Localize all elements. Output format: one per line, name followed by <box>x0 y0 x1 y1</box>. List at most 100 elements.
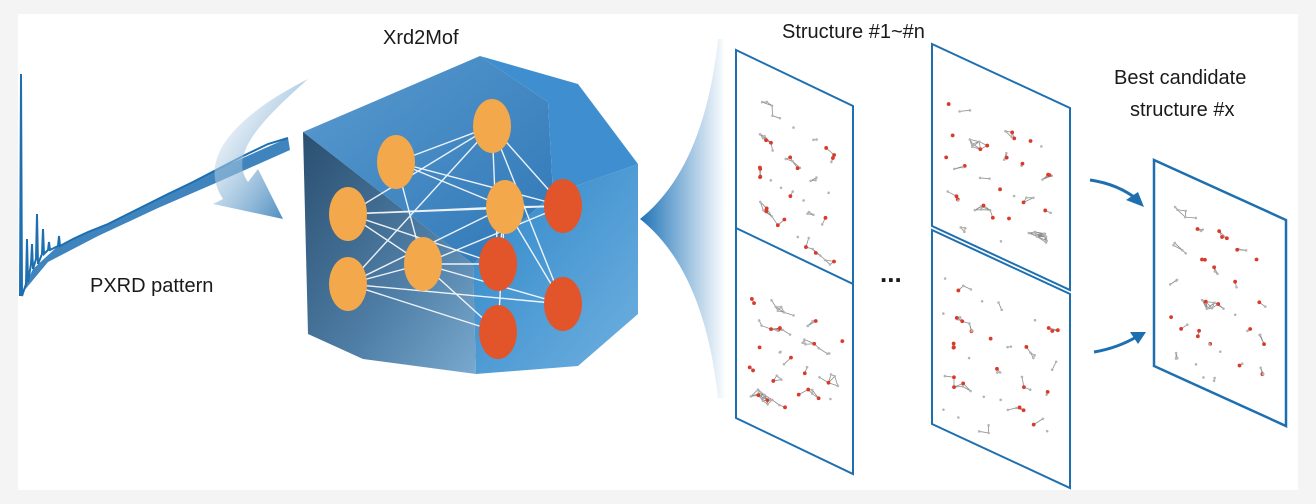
atom <box>1054 360 1058 364</box>
structure-panel-1 <box>735 48 854 298</box>
bond <box>962 386 971 392</box>
atom <box>829 397 832 401</box>
atom <box>751 368 755 373</box>
atom <box>788 333 792 336</box>
atom <box>813 319 818 323</box>
bond <box>1028 232 1038 237</box>
atom <box>796 235 800 239</box>
atom <box>749 297 754 301</box>
bond <box>750 392 762 397</box>
atom <box>1175 278 1179 282</box>
atom <box>1010 130 1015 135</box>
atom <box>968 109 972 112</box>
atom <box>763 393 766 397</box>
atom <box>791 159 794 163</box>
bond <box>775 306 785 313</box>
atom <box>811 247 814 251</box>
input-node-1 <box>473 99 511 153</box>
atom <box>805 365 809 369</box>
atom <box>1004 129 1007 133</box>
atom <box>769 140 773 145</box>
atom <box>815 176 818 179</box>
atom <box>758 132 762 136</box>
atom <box>782 362 786 366</box>
bond <box>1185 216 1196 219</box>
atom <box>832 259 836 264</box>
atom <box>1203 299 1208 304</box>
bond <box>818 347 828 355</box>
atom <box>942 312 945 315</box>
output-funnel <box>640 39 726 398</box>
atom <box>1044 235 1048 239</box>
ellipsis: ... <box>880 258 902 288</box>
atom <box>765 100 769 104</box>
atom <box>981 203 986 208</box>
atom <box>1254 257 1259 262</box>
atom <box>813 250 818 255</box>
atom <box>818 376 821 379</box>
atom <box>1217 229 1222 234</box>
input-node-4 <box>329 257 367 311</box>
atom <box>1055 328 1060 333</box>
atom <box>1022 385 1026 390</box>
atom <box>828 263 832 266</box>
atom <box>769 179 773 182</box>
hidden-nodes <box>404 180 524 291</box>
atom <box>954 194 959 199</box>
atom <box>804 342 807 346</box>
xrd2mof-model <box>303 56 638 374</box>
atom <box>770 299 773 302</box>
atom <box>756 393 761 398</box>
arrow-to-best-2 <box>1093 334 1139 354</box>
atom <box>1237 363 1242 368</box>
atom <box>788 155 793 160</box>
atom <box>1194 363 1198 366</box>
structure-panel-4 <box>931 228 1071 490</box>
atom <box>820 223 824 226</box>
atom <box>747 365 752 370</box>
atom <box>1034 233 1038 236</box>
atom <box>764 209 769 214</box>
bond <box>1174 242 1183 251</box>
atom <box>810 388 814 392</box>
atom <box>997 301 1000 304</box>
atom <box>1012 194 1016 198</box>
atom <box>1213 301 1216 304</box>
atom <box>1179 326 1184 331</box>
bond <box>834 376 839 387</box>
atom <box>988 336 993 341</box>
atom <box>830 156 835 160</box>
hidden-node-1 <box>486 180 524 234</box>
atom <box>824 146 829 150</box>
atom <box>1041 178 1044 181</box>
atom <box>812 213 815 217</box>
atom <box>816 396 821 401</box>
bond <box>1177 209 1186 212</box>
figure-frame: PXRD pattern <box>18 14 1298 490</box>
atom <box>826 352 829 356</box>
atom <box>1049 211 1052 215</box>
atom <box>1040 145 1043 148</box>
atom <box>809 179 812 183</box>
atom <box>979 208 983 211</box>
atom <box>995 371 999 374</box>
atom <box>1216 302 1221 306</box>
atom <box>995 366 999 371</box>
atom <box>961 165 964 169</box>
bond <box>979 431 989 434</box>
atom <box>943 277 947 280</box>
atom <box>1027 231 1031 235</box>
atom <box>962 284 965 288</box>
atom <box>952 375 956 380</box>
atom <box>963 230 966 234</box>
atom <box>1259 366 1262 370</box>
atom <box>942 408 945 411</box>
atom <box>1002 158 1006 161</box>
bond <box>759 201 764 211</box>
atom <box>775 374 779 377</box>
pxrd-fill <box>20 138 290 296</box>
atom <box>1033 353 1036 357</box>
atom <box>1032 356 1035 360</box>
atom <box>792 126 795 129</box>
atom <box>806 324 809 328</box>
